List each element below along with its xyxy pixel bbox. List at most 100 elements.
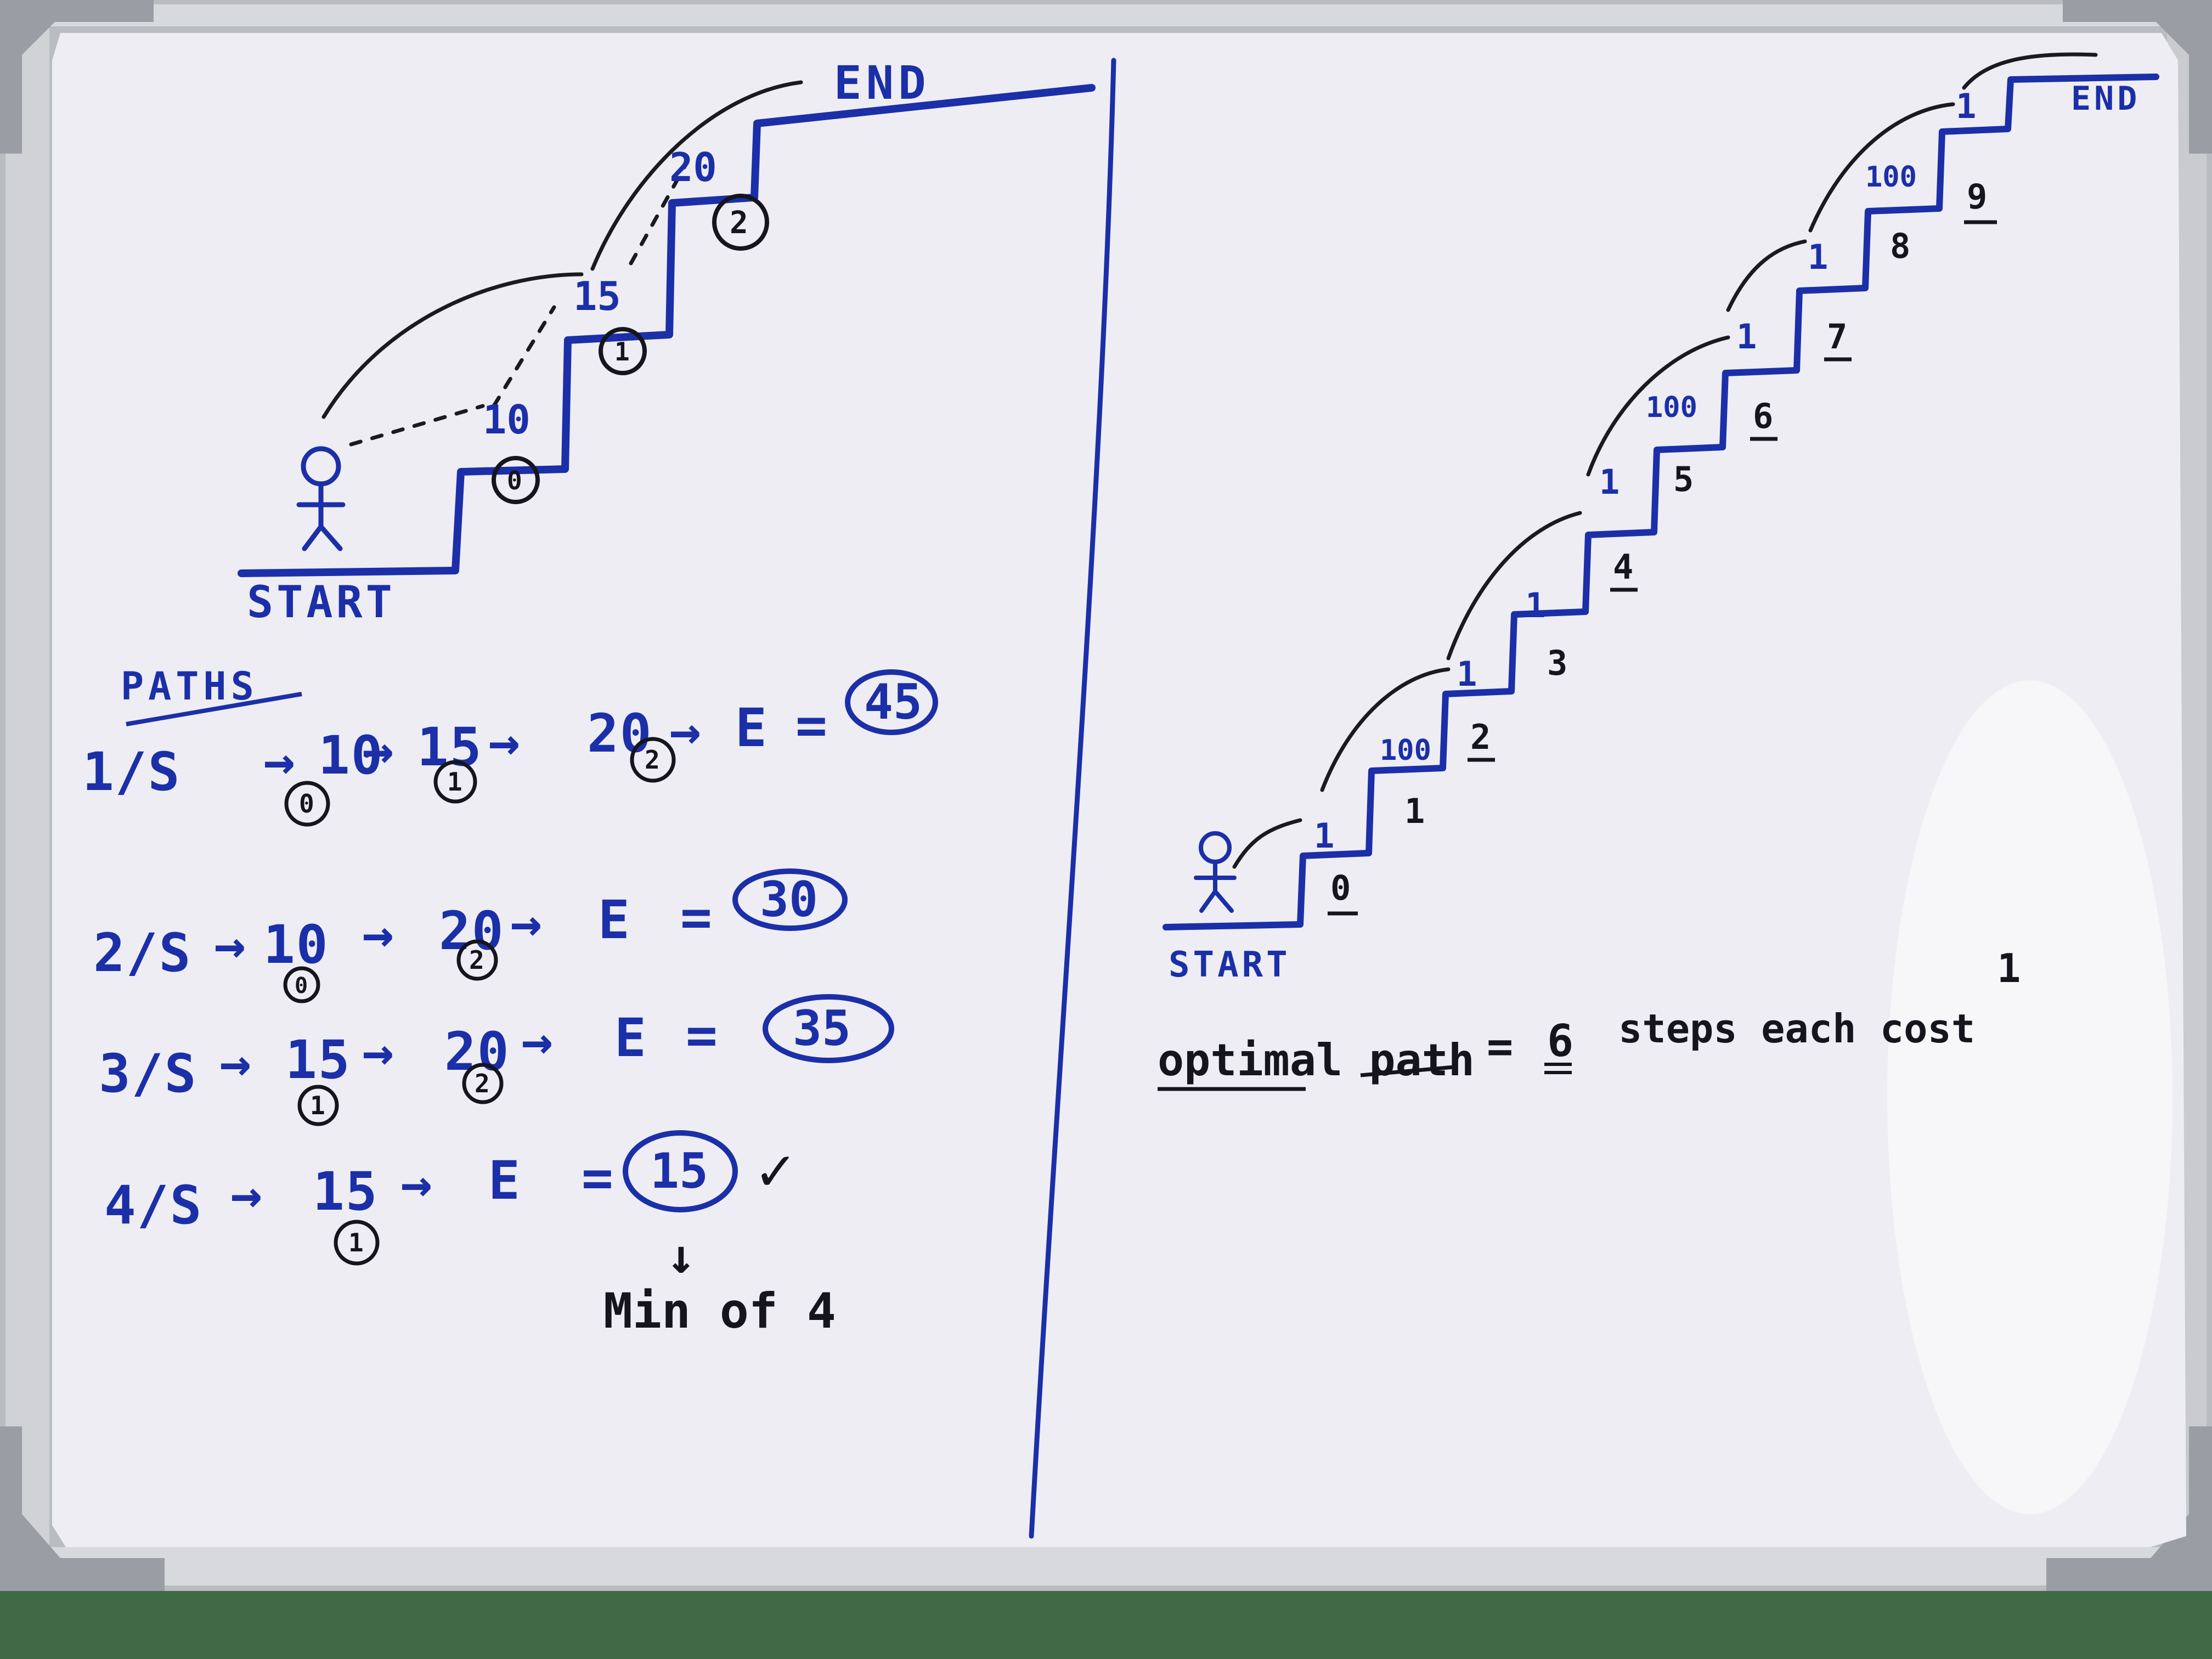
path-2-seq-1: 10 [263,914,329,975]
path-2-arrow-2: → [362,903,395,964]
right-step-cost-6: 1 [1736,317,1757,357]
right-arrow-1 [1232,818,1302,869]
left-index-circle-2 [712,194,769,251]
right-arrow-3 [1446,511,1582,661]
optimal-steps-text: steps each cost [1618,1006,1975,1052]
optimal-equals: = [1487,1021,1513,1072]
right-step-index-2: 2 [1470,717,1491,757]
jump-arrow-15-to-end [590,80,803,271]
path-4-seq-end: E [488,1150,521,1211]
path-2-arrow-1: → [214,914,247,975]
path-2-prefix: 2/S [93,922,191,984]
right-step-index-3: 3 [1547,643,1567,683]
frame-corner-bottom-left [0,1426,165,1591]
right-step-cost-1: 100 [1380,734,1431,767]
left-start-label: START [247,577,396,628]
dotted-arrow-15-to-20 [629,162,688,266]
path-3-idx-circle-1 [297,1085,339,1126]
frame-left-rail [5,22,49,1558]
path-1-result: 45 [864,674,922,730]
right-step-cost-4: 1 [1599,462,1620,502]
right-step-cost-7: 1 [1808,237,1828,277]
path-1-arrow-1: → [263,730,296,792]
path-3-seq-1: 15 [285,1029,351,1091]
left-index-circle-1 [599,327,647,375]
light-glare [1887,680,2172,1514]
left-step-cost-0: 10 [483,397,531,443]
path-1-arrow-3: → [488,711,521,772]
right-step-index-4: 4 [1613,547,1633,587]
stick-figure-body [296,481,346,551]
left-step-cost-2: 20 [669,144,717,190]
path-3-arrow-3: → [521,1010,554,1071]
right-step-index-0: 0 [1330,868,1351,908]
path-4-arrow-2: → [400,1153,433,1214]
right-step-cost-9: 1 [1956,86,1976,126]
frame-corner-top-right [2063,0,2212,154]
path-2-idx-1: 0 [295,973,308,998]
path-1-seq-3: 20 [587,703,653,764]
path-2-idx-circle-2 [456,939,498,981]
path-1-result-circle [845,669,938,735]
right-arrow-5 [1726,239,1807,312]
right-step-cost-8: 100 [1865,161,1917,194]
path-1-arrow-4: → [669,700,702,761]
right-arrow-6 [1808,102,1955,233]
right-step-index-6: 6 [1753,396,1773,436]
path-1-idx-circle-2 [433,760,477,804]
path-2-arrow-3: → [510,892,543,953]
left-step-index-2: 2 [730,205,748,241]
path-4-seq-1: 15 [313,1161,379,1222]
right-arrow-4 [1586,335,1730,477]
optimal-steps-number: 6 [1547,1015,1573,1066]
path-2-result: 30 [760,871,818,928]
frame-corner-bottom-right [2046,1426,2212,1591]
path-1-seq-end: E [735,697,768,759]
path-1-idx-1: 0 [299,789,314,819]
right-step-cost-2: 1 [1457,654,1477,694]
left-index-circle-0 [492,456,540,504]
right-end-label: END [2071,80,2140,118]
dotted-arrow-10-to-15 [492,305,556,408]
right-step-index-8: 8 [1890,226,1910,266]
paths-title-underline [126,692,302,726]
right-staircase [1163,52,2159,930]
jump-arrow-start-to-15 [321,272,584,419]
path-1-prefix: 1/S [82,741,180,803]
path-1-seq-1: 10 [318,725,384,786]
path-2-equals: = [680,887,713,948]
min-of-4-note: Min of 4 [603,1283,836,1339]
dotted-arrow-start-to-10 [349,404,485,447]
left-step-cost-1: 15 [573,273,621,319]
path-1-idx-2: 1 [447,767,462,797]
optimal-path-note: optimal path = 6 steps each cost 1 [1158,945,2021,1091]
path-4-result-circle [623,1130,738,1212]
right-start-label: START [1169,945,1291,985]
path-3-idx-circle-2 [462,1063,504,1104]
path-3-result-circle [763,994,894,1063]
path-4-idx-circle-1 [334,1220,380,1266]
path-underline [1360,1065,1454,1077]
right-stick-figure-body [1194,860,1237,913]
right-step-cost-5: 100 [1646,391,1697,424]
path-3-arrow-2: → [362,1021,395,1082]
path-4-idx-1: 1 [348,1228,364,1257]
right-step-index-1: 1 [1404,791,1425,831]
path-1-idx-circle-3 [630,737,676,783]
right-step-cost-3: 1 [1525,585,1545,625]
down-arrow: ↓ [667,1228,696,1284]
path-row-1: 1/S → 10 → 15 → 20 → E = 45 0 1 2 [82,669,938,827]
board-surface [52,33,2186,1547]
board-divider-line [1029,58,1116,1539]
path-2-idx-circle-1 [283,966,320,1003]
frame-bottom-rail [5,1547,2207,1585]
left-step-index-1: 1 [614,337,630,366]
path-row-3: 3/S → 15 → 20 → E = 35 1 2 [99,994,894,1126]
path-4-equals: = [582,1147,614,1209]
optimal-path-label: optimal path [1158,1035,1475,1086]
left-staircase [238,80,1096,577]
right-step-index-9: 9 [1967,177,1987,217]
path-3-arrow-1: → [219,1032,252,1093]
path-3-equals: = [686,1005,719,1066]
